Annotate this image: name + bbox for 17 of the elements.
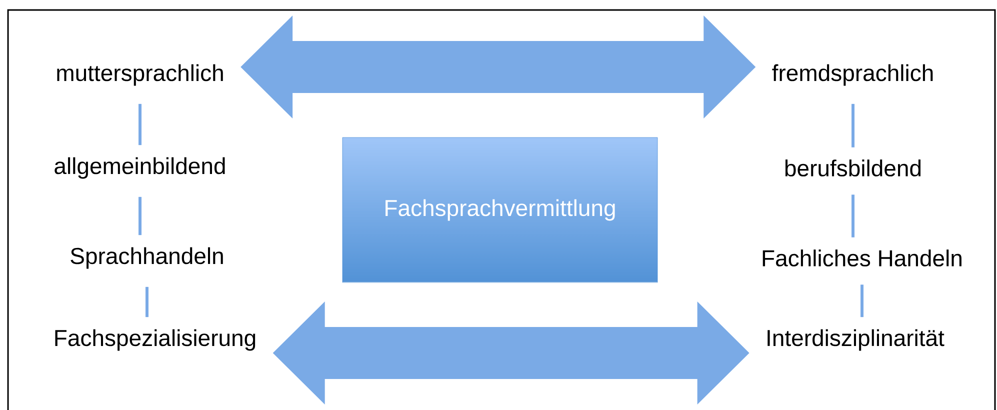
- double-arrow: [240, 16, 756, 118]
- term-label: allgemeinbildend: [54, 157, 225, 179]
- connector-line: [146, 286, 149, 318]
- term-label: Fachspezialisierung: [55, 329, 256, 351]
- connector-line: [852, 104, 854, 148]
- term-label: Interdisziplinarität: [768, 329, 944, 351]
- connector-line: [852, 194, 854, 238]
- term-label: Sprachhandeln: [70, 247, 223, 269]
- term-label: fremdsprachlich: [772, 64, 933, 86]
- connector-line: [138, 104, 142, 146]
- double-arrow: [272, 302, 750, 404]
- connector-line: [138, 196, 142, 236]
- term-label: berufsbildend: [785, 160, 921, 176]
- connector-line: [860, 284, 864, 318]
- term-label: muttersprachlich: [57, 64, 223, 86]
- term-label: Fachliches Handeln: [762, 250, 962, 266]
- process-box: Fachsprachvermittlung: [342, 137, 658, 283]
